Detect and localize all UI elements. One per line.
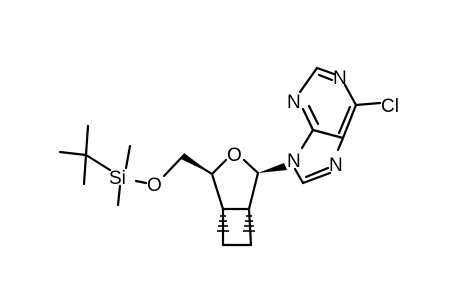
atom-n7: N	[329, 155, 343, 176]
bond-tbu-methyl-left	[58, 150, 88, 157]
bond-c1-c6a	[247, 171, 260, 211]
bond-c2-n1	[315, 66, 336, 76]
bond-o-ch2	[162, 154, 185, 178]
bond-tbu-si	[84, 153, 112, 172]
oxolane-ring	[210, 158, 260, 211]
bond-c4-n3	[301, 107, 315, 132]
bond-c4-n3-double	[307, 104, 320, 126]
bond-tbu-methyl-top	[84, 124, 90, 157]
bond-c4-n9	[300, 128, 315, 150]
imidazole-ring	[293, 128, 345, 185]
tert-butyl-group	[58, 124, 112, 186]
atom-n1: N	[333, 68, 347, 89]
wedge-c4-ch2	[181, 153, 212, 174]
wedge-c1-n9	[258, 163, 287, 173]
pyrimidine-ring	[298, 66, 382, 140]
stereo-bonds	[181, 153, 287, 232]
bond-n1-c6	[343, 83, 358, 107]
bond-o-ring-c1	[242, 158, 260, 175]
bond-c2-n1-double	[317, 73, 334, 82]
bond-c8-n7	[301, 171, 332, 185]
atom-o-ring: O	[227, 145, 242, 166]
bond-tbu-methyl-bottom	[82, 153, 88, 186]
atom-si: Si	[109, 168, 126, 189]
bond-c6-cl	[354, 101, 382, 107]
bond-si-methyl-down	[116, 184, 122, 207]
atom-cl: Cl	[381, 96, 399, 117]
silyl-substituents	[116, 144, 214, 207]
hash-bond-c6a	[243, 210, 255, 232]
bond-c4-o-ring	[210, 158, 228, 176]
bond-c2-c6a	[247, 207, 253, 247]
atom-n3: N	[287, 92, 301, 113]
bond-c6-c5-double	[337, 105, 352, 135]
bond-si-o	[134, 179, 148, 185]
bond-c5-c4	[311, 128, 345, 140]
bond-n3-c2	[298, 66, 319, 94]
hash-bond-c3a	[217, 210, 229, 232]
cyclobutane-ring	[221, 207, 253, 247]
bond-c8-n7-double	[304, 166, 330, 179]
atom-n9: N	[287, 151, 301, 172]
bond-si-methyl-up	[124, 144, 132, 170]
bond-c6-c5	[341, 103, 358, 140]
atom-o-ether: O	[147, 175, 162, 196]
atom-labels: Si O O N N N N Cl	[109, 68, 399, 196]
bond-n7-c5	[336, 136, 345, 152]
bond-n9-c8	[293, 167, 305, 185]
bond-c4-c3a	[210, 172, 225, 211]
